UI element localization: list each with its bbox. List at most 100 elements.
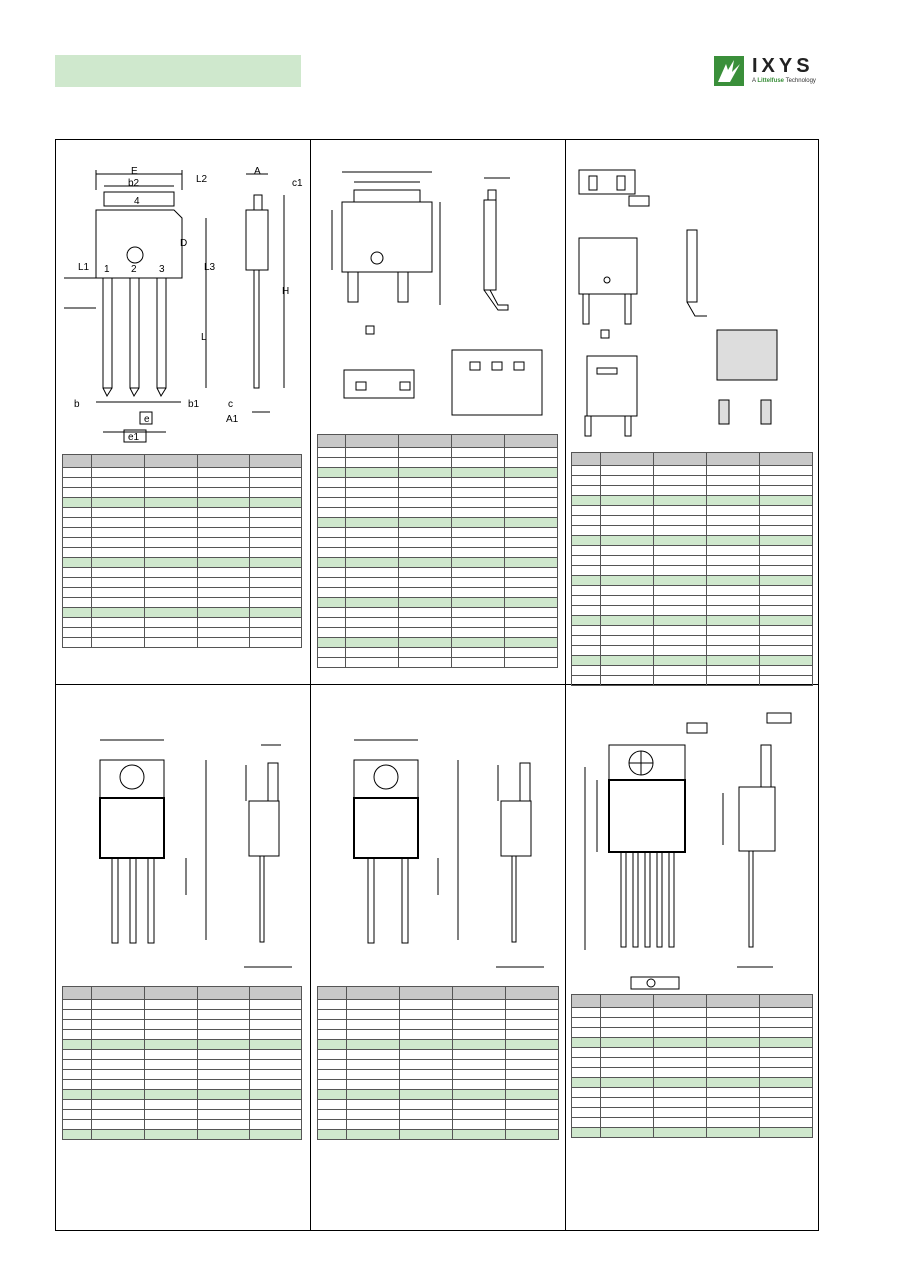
table-cell	[653, 555, 707, 566]
table-cell	[653, 595, 707, 606]
table-row	[571, 1037, 813, 1048]
table-cell	[452, 1059, 506, 1070]
table-cell	[197, 1089, 250, 1100]
table-cell	[398, 607, 452, 618]
table-row	[62, 454, 302, 468]
table-row	[571, 1017, 813, 1028]
table-cell	[504, 587, 558, 598]
table-cell	[249, 597, 302, 608]
table-cell	[249, 1079, 302, 1090]
table-cell	[600, 645, 654, 656]
table-cell	[399, 1019, 453, 1030]
table-row	[571, 585, 813, 596]
label-pin3: 3	[159, 264, 165, 275]
table-cell	[62, 547, 92, 558]
table-cell	[759, 605, 813, 616]
table-cell	[653, 665, 707, 676]
table-cell	[91, 1119, 145, 1130]
table-cell	[249, 517, 302, 528]
table-cell	[346, 1119, 400, 1130]
table-cell	[504, 557, 558, 568]
table-cell	[399, 1049, 453, 1060]
table-cell	[249, 1049, 302, 1060]
table-cell	[653, 645, 707, 656]
ixys-logo: IXYS A Littelfuse Technology	[714, 53, 824, 89]
table-row	[317, 637, 558, 648]
table-cell	[144, 1129, 198, 1140]
table-cell	[345, 577, 399, 588]
table-cell	[62, 1099, 92, 1110]
table-cell	[91, 517, 145, 528]
table-cell	[600, 505, 654, 516]
table-row	[317, 1109, 559, 1120]
table-cell	[398, 467, 452, 478]
table-cell	[62, 577, 92, 588]
table-cell	[505, 1049, 559, 1060]
table-cell	[197, 577, 250, 588]
table-cell	[317, 617, 346, 628]
table-row	[317, 587, 558, 598]
package-drawing-4	[99, 739, 292, 968]
table-row	[317, 447, 558, 458]
table-row	[317, 557, 558, 568]
table-cell	[91, 617, 145, 628]
table-cell	[571, 1117, 601, 1128]
table-cell	[706, 635, 760, 646]
table-row	[62, 617, 302, 628]
table-cell	[653, 625, 707, 636]
table-cell	[197, 1119, 250, 1130]
table-cell	[91, 1049, 145, 1060]
table-cell	[706, 475, 760, 486]
table-cell	[346, 1029, 400, 1040]
table-cell	[653, 545, 707, 556]
table-cell	[91, 986, 145, 1000]
table-cell	[504, 617, 558, 628]
table-cell	[249, 1089, 302, 1100]
table-cell	[653, 1047, 707, 1058]
table-cell	[571, 575, 601, 586]
table-cell	[62, 637, 92, 648]
table-cell	[653, 505, 707, 516]
table-cell	[249, 567, 302, 578]
table-cell	[399, 1079, 453, 1090]
table-cell	[249, 1119, 302, 1130]
table-cell	[653, 635, 707, 646]
table-row	[317, 507, 558, 518]
table-row	[571, 525, 813, 536]
table-cell	[571, 1087, 601, 1098]
table-row	[571, 555, 813, 566]
table-cell	[653, 452, 707, 466]
table-cell	[399, 1089, 453, 1100]
table-cell	[505, 1029, 559, 1040]
table-cell	[706, 615, 760, 626]
table-cell	[600, 605, 654, 616]
table-cell	[91, 1069, 145, 1080]
table-cell	[398, 547, 452, 558]
table-cell	[706, 585, 760, 596]
table-cell	[197, 1029, 250, 1040]
table-cell	[653, 535, 707, 546]
table-cell	[759, 1037, 813, 1048]
table-row	[317, 497, 558, 508]
table-row	[62, 1129, 302, 1140]
table-cell	[399, 1099, 453, 1110]
table-cell	[317, 467, 346, 478]
table-cell	[398, 657, 452, 668]
column-divider-2	[565, 139, 566, 1231]
table-row	[62, 597, 302, 608]
table-cell	[62, 597, 92, 608]
table-row	[571, 635, 813, 646]
table-cell	[451, 587, 505, 598]
table-cell	[62, 497, 92, 508]
table-cell	[653, 515, 707, 526]
table-cell	[706, 1087, 760, 1098]
table-cell	[571, 535, 601, 546]
table-cell	[451, 567, 505, 578]
table-cell	[653, 605, 707, 616]
table-cell	[759, 1097, 813, 1108]
table-row	[571, 1047, 813, 1058]
table-cell	[505, 1059, 559, 1070]
table-cell	[249, 1069, 302, 1080]
label-c1: c1	[292, 178, 303, 189]
table-row	[571, 1087, 813, 1098]
